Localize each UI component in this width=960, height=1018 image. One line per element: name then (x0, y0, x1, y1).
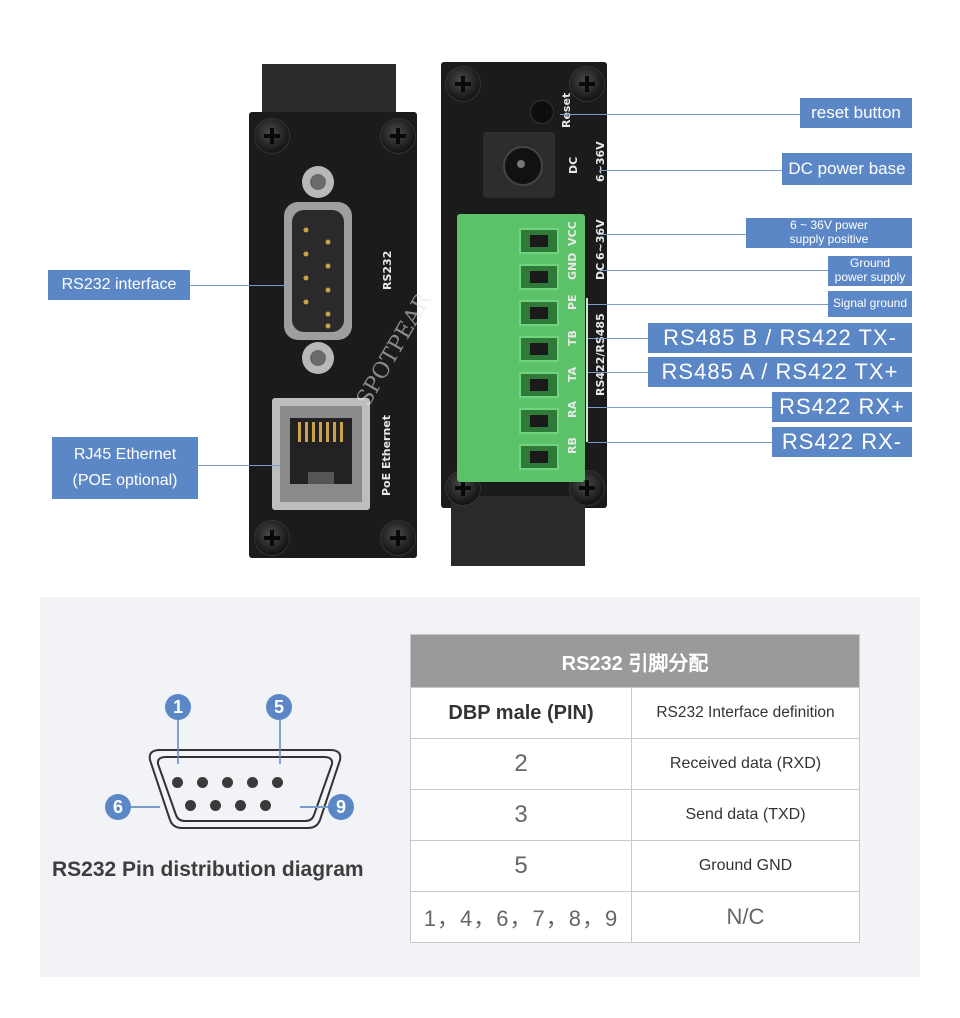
terminal-slot (519, 408, 559, 434)
pe-leader-line (588, 304, 828, 305)
db9-pin-dot (260, 800, 271, 811)
callout-rj45-ethernet: RJ45 Ethernet (POE optional) (52, 437, 198, 499)
table-cell-definition: Send data (TXD) (631, 789, 860, 841)
rb-leader-line (588, 442, 772, 443)
gnd-dc-label: DC (594, 262, 607, 280)
table-row: 1，4，6，7，8，9 N/C (410, 891, 860, 943)
screw-icon (254, 118, 290, 154)
bus-bracket-line (586, 298, 588, 442)
pin-number-6: 6 (105, 794, 131, 820)
pin-label-ta: TA (566, 366, 579, 382)
pin-label-pe: PE (566, 294, 579, 310)
table-row: 2 Received data (RXD) (410, 738, 860, 790)
callout-gnd-line1: Ground (849, 256, 891, 271)
gnd-leader-line (600, 270, 828, 271)
pin-number-1: 1 (165, 694, 191, 720)
tb-leader-line (588, 338, 648, 339)
right-device-bottom-tab (451, 496, 585, 566)
table-header-definition: RS232 Interface definition (631, 687, 860, 739)
callout-rb: RS422 RX- (772, 427, 912, 457)
reset-button-hole[interactable] (530, 100, 554, 124)
dc-label: DC (567, 156, 580, 174)
pin6-leader-line (130, 806, 160, 808)
pin-label-tb: TB (566, 330, 579, 346)
terminal-block (457, 214, 585, 482)
table-cell-pin: 2 (410, 738, 632, 790)
callout-vcc-power: 6 ~ 36V power supply positive (746, 218, 912, 248)
screw-icon (380, 118, 416, 154)
ethernet-port-label: PoE Ethernet (380, 414, 393, 496)
db9-pin-dot (197, 777, 208, 788)
pin-label-rb: RB (566, 437, 579, 454)
table-cell-definition: Ground GND (631, 840, 860, 892)
db9-pin-dot (172, 777, 183, 788)
terminal-slot (519, 264, 559, 290)
db9-pin-dot (210, 800, 221, 811)
dc-voltage-label: 6~36V (594, 141, 607, 182)
pin-label-gnd: GND (566, 252, 579, 280)
terminal-slot (519, 336, 559, 362)
ta-leader-line (588, 372, 648, 373)
db9-pin-diagram (130, 720, 360, 830)
db9-connector-icon (280, 164, 356, 378)
table-row: 3 Send data (TXD) (410, 789, 860, 841)
pin-number-5: 5 (266, 694, 292, 720)
vcc-voltage-label: 6~36V (594, 219, 607, 260)
table-title: RS232 引脚分配 (410, 634, 860, 688)
table-cell-definition: N/C (631, 891, 860, 943)
pin-label-ra: RA (566, 401, 579, 418)
bus-label: RS422/RS485 (594, 313, 607, 396)
table-cell-pin: 5 (410, 840, 632, 892)
terminal-slot (519, 300, 559, 326)
callout-rj45-line2: (POE optional) (72, 472, 178, 489)
callout-ground-power: Ground power supply (828, 256, 912, 286)
pin9-leader-line (300, 806, 330, 808)
pin-diagram-title: RS232 Pin distribution diagram (52, 858, 364, 881)
reset-label: Reset (560, 92, 573, 128)
rs232-pin-table: RS232 引脚分配 DBP male (PIN) RS232 Interfac… (410, 634, 860, 943)
db9-pin-dot (272, 777, 283, 788)
ra-leader-line (588, 407, 772, 408)
table-header-pin: DBP male (PIN) (410, 687, 632, 739)
callout-tb: RS485 B / RS422 TX- (648, 323, 912, 353)
rj45-port-icon (272, 398, 370, 510)
screw-icon (445, 66, 481, 102)
table-cell-pin: 1，4，6，7，8，9 (410, 891, 632, 943)
db9-pin-dot (222, 777, 233, 788)
rs232-leader-line (190, 285, 290, 286)
callout-ra: RS422 RX+ (772, 392, 912, 422)
callout-signal-ground: Signal ground (828, 291, 912, 317)
pin-number-9: 9 (328, 794, 354, 820)
table-row: 5 Ground GND (410, 840, 860, 892)
db9-pin-dot (185, 800, 196, 811)
dc-leader-line (600, 170, 782, 171)
db9-pin-dot (235, 800, 246, 811)
callout-dc-power-base: DC power base (782, 153, 912, 185)
rs232-port-label: RS232 (381, 250, 394, 290)
callout-rs232-interface: RS232 interface (48, 270, 190, 300)
screw-icon (569, 66, 605, 102)
callout-vcc-line2: supply positive (789, 232, 869, 246)
rj45-leader-line (198, 465, 280, 466)
table-cell-pin: 3 (410, 789, 632, 841)
table-cell-definition: Received data (RXD) (631, 738, 860, 790)
reset-leader-line (560, 114, 800, 115)
terminal-slot (519, 228, 559, 254)
terminal-slot (519, 444, 559, 470)
callout-rj45-line1: RJ45 Ethernet (73, 445, 177, 463)
callout-vcc-line1: 6 ~ 36V power (790, 218, 868, 233)
vcc-leader-line (600, 234, 746, 235)
screw-icon (254, 520, 290, 556)
screw-icon (380, 520, 416, 556)
callout-reset-button: reset button (800, 98, 912, 128)
pin-label-vcc: VCC (566, 221, 579, 246)
callout-gnd-line2: power supply (834, 270, 906, 284)
callout-ta: RS485 A / RS422 TX+ (648, 357, 912, 387)
terminal-slot (519, 372, 559, 398)
db9-pin-dot (247, 777, 258, 788)
dc-jack-icon (483, 132, 555, 198)
